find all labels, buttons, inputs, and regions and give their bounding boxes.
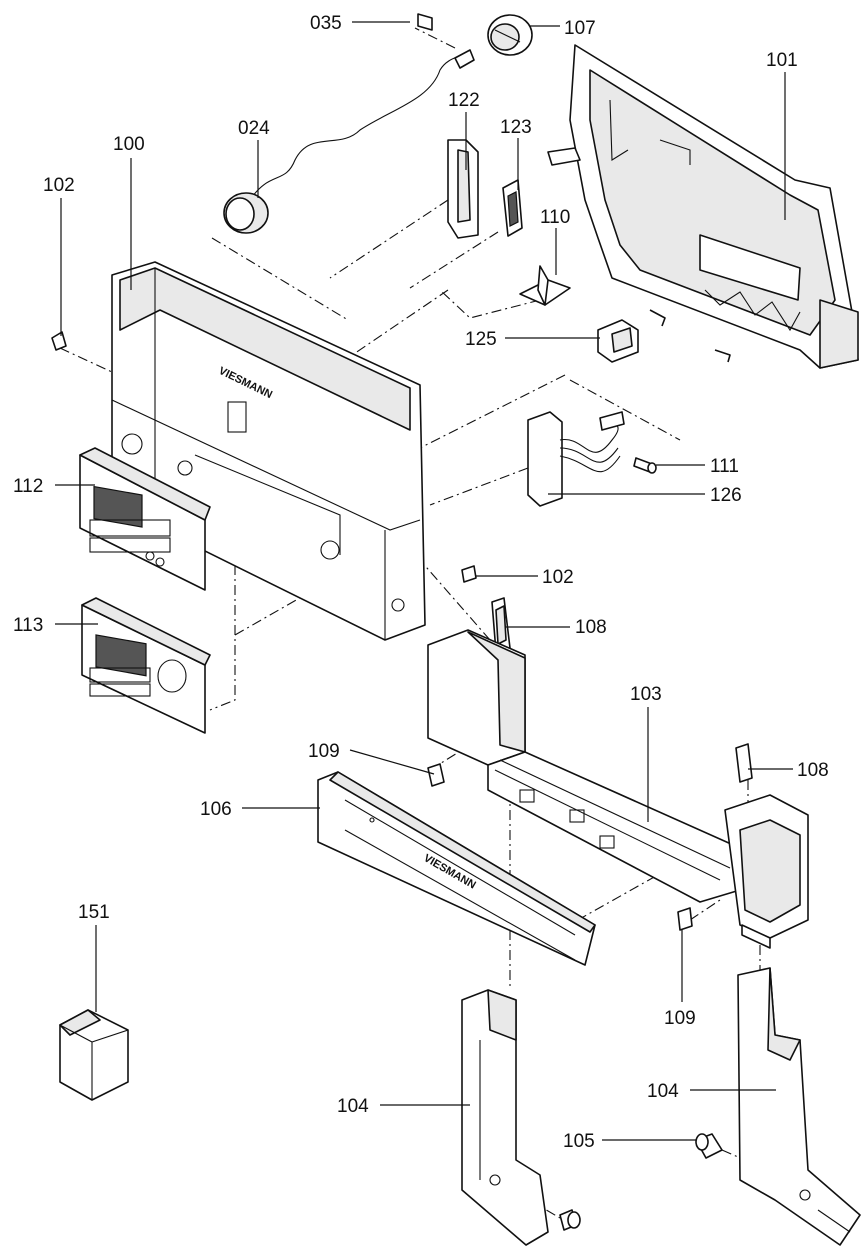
part-113-display-module [81,597,211,734]
label-104-right: 104 [647,1081,679,1102]
part-102-clip-mid [461,565,477,583]
keypad-113 [89,667,151,697]
label-108-right: 108 [797,760,829,781]
label-106: 106 [200,799,232,820]
label-122: 122 [448,90,480,111]
label-109-left: 109 [308,741,340,762]
label-109-bottom: 109 [664,1008,696,1029]
part-104-foot-left [461,989,549,1246]
label-113: 113 [13,615,43,636]
part-111-screw [633,457,657,474]
part-108-latch-top [491,597,511,653]
label-107: 107 [564,18,596,39]
label-101: 101 [766,50,798,71]
label-105: 105 [563,1131,595,1152]
part-102-clip-top [51,331,67,351]
part-109-clip-bottom [677,907,693,931]
label-108-top: 108 [575,617,607,638]
part-107-cap [487,14,533,56]
part-105-screws [559,1133,723,1231]
label-126: 126 [710,485,742,506]
part-024-sensor [223,49,475,234]
part-104-foot-right [737,967,861,1246]
label-100: 100 [113,134,145,155]
part-108-latch-right [735,743,753,783]
leader-lines [55,21,793,1141]
part-101-back-housing [547,44,859,369]
part-112-display-module [79,447,211,591]
label-110: 110 [540,207,570,228]
label-112: 112 [13,476,43,497]
part-126-harness [527,411,625,507]
label-104-left: 104 [337,1096,369,1117]
label-151: 151 [78,902,110,923]
label-111: 111 [710,456,739,477]
keypad-112 [89,519,171,567]
part-109-clip-left [427,763,445,787]
label-035: 035 [310,13,342,34]
label-024: 024 [238,118,270,139]
label-125: 125 [465,329,497,350]
label-103: 103 [630,684,662,705]
label-102-mid: 102 [542,567,574,588]
label-123: 123 [500,117,532,138]
label-102-top: 102 [43,175,75,196]
part-100-control-housing: VIESMANN [111,261,426,641]
part-110-bracket [519,265,571,306]
part-106-front-panel: VIESMANN [317,771,596,966]
part-123-module [502,179,523,237]
part-035-clip [417,13,433,31]
part-151-box [59,1009,129,1101]
part-125-switch [597,319,639,363]
callout-labels: 035 107 101 024 122 123 100 102 110 125 … [13,13,829,1152]
part-103-bracket-rail [427,629,809,949]
part-122-connector [447,139,479,239]
